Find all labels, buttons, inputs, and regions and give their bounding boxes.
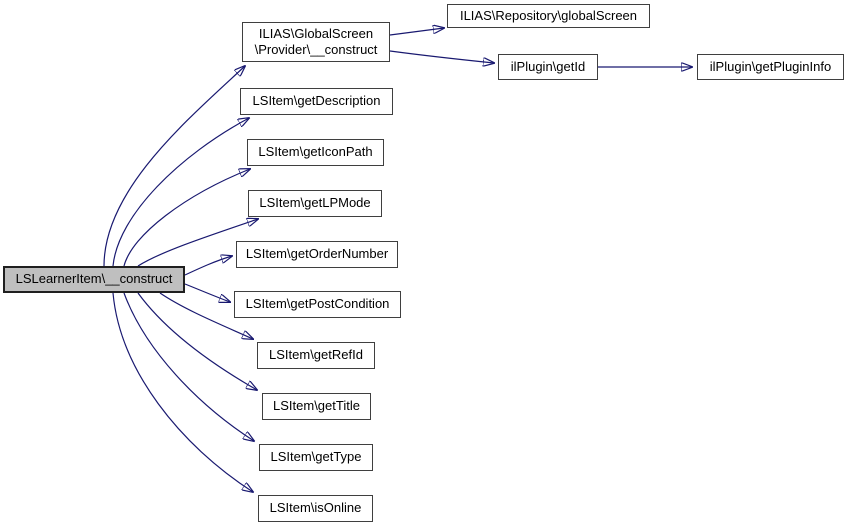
edge-main-to-provider-construct	[103, 66, 245, 267]
edge-main-to-getrefid	[159, 292, 253, 339]
node-ilplugin-getid[interactable]: ilPlugin\getId	[498, 54, 598, 80]
edge-main-to-geticonpath	[123, 169, 250, 267]
node-lsitem-getordernumber[interactable]: LSItem\getOrderNumber	[236, 241, 398, 268]
node-lsitem-geticonpath[interactable]: LSItem\getIconPath	[247, 139, 384, 166]
node-lsitem-gettitle[interactable]: LSItem\getTitle	[262, 393, 371, 420]
edge-provider-construct-to-getid	[389, 50, 494, 63]
edge-main-to-getlpmode	[137, 219, 258, 267]
edge-provider-construct-to-globalscreen	[389, 28, 444, 36]
edge-main-to-getpostcondition	[184, 283, 230, 302]
node-ilias-repository-globalscreen[interactable]: ILIAS\Repository\globalScreen	[447, 4, 650, 28]
node-lsitem-isonline[interactable]: LSItem\isOnline	[258, 495, 373, 522]
node-lslearneritem-construct[interactable]: LSLearnerItem\__construct	[3, 266, 185, 293]
node-lsitem-getdescription[interactable]: LSItem\getDescription	[240, 88, 393, 115]
edge-main-to-gettype	[123, 292, 254, 441]
edge-main-to-gettitle	[137, 292, 257, 390]
node-ilplugin-getplugininfo[interactable]: ilPlugin\getPluginInfo	[697, 54, 844, 80]
node-lsitem-gettype[interactable]: LSItem\getType	[259, 444, 373, 471]
edge-main-to-getdescription	[112, 118, 249, 267]
edge-main-to-getordernumber	[184, 256, 232, 276]
node-lsitem-getrefid[interactable]: LSItem\getRefId	[257, 342, 375, 369]
edge-main-to-isonline	[112, 292, 253, 492]
node-lsitem-getpostcondition[interactable]: LSItem\getPostCondition	[234, 291, 401, 318]
node-lsitem-getlpmode[interactable]: LSItem\getLPMode	[248, 190, 382, 217]
node-globalscreen-provider-construct[interactable]: ILIAS\GlobalScreen \Provider\__construct	[242, 22, 390, 62]
